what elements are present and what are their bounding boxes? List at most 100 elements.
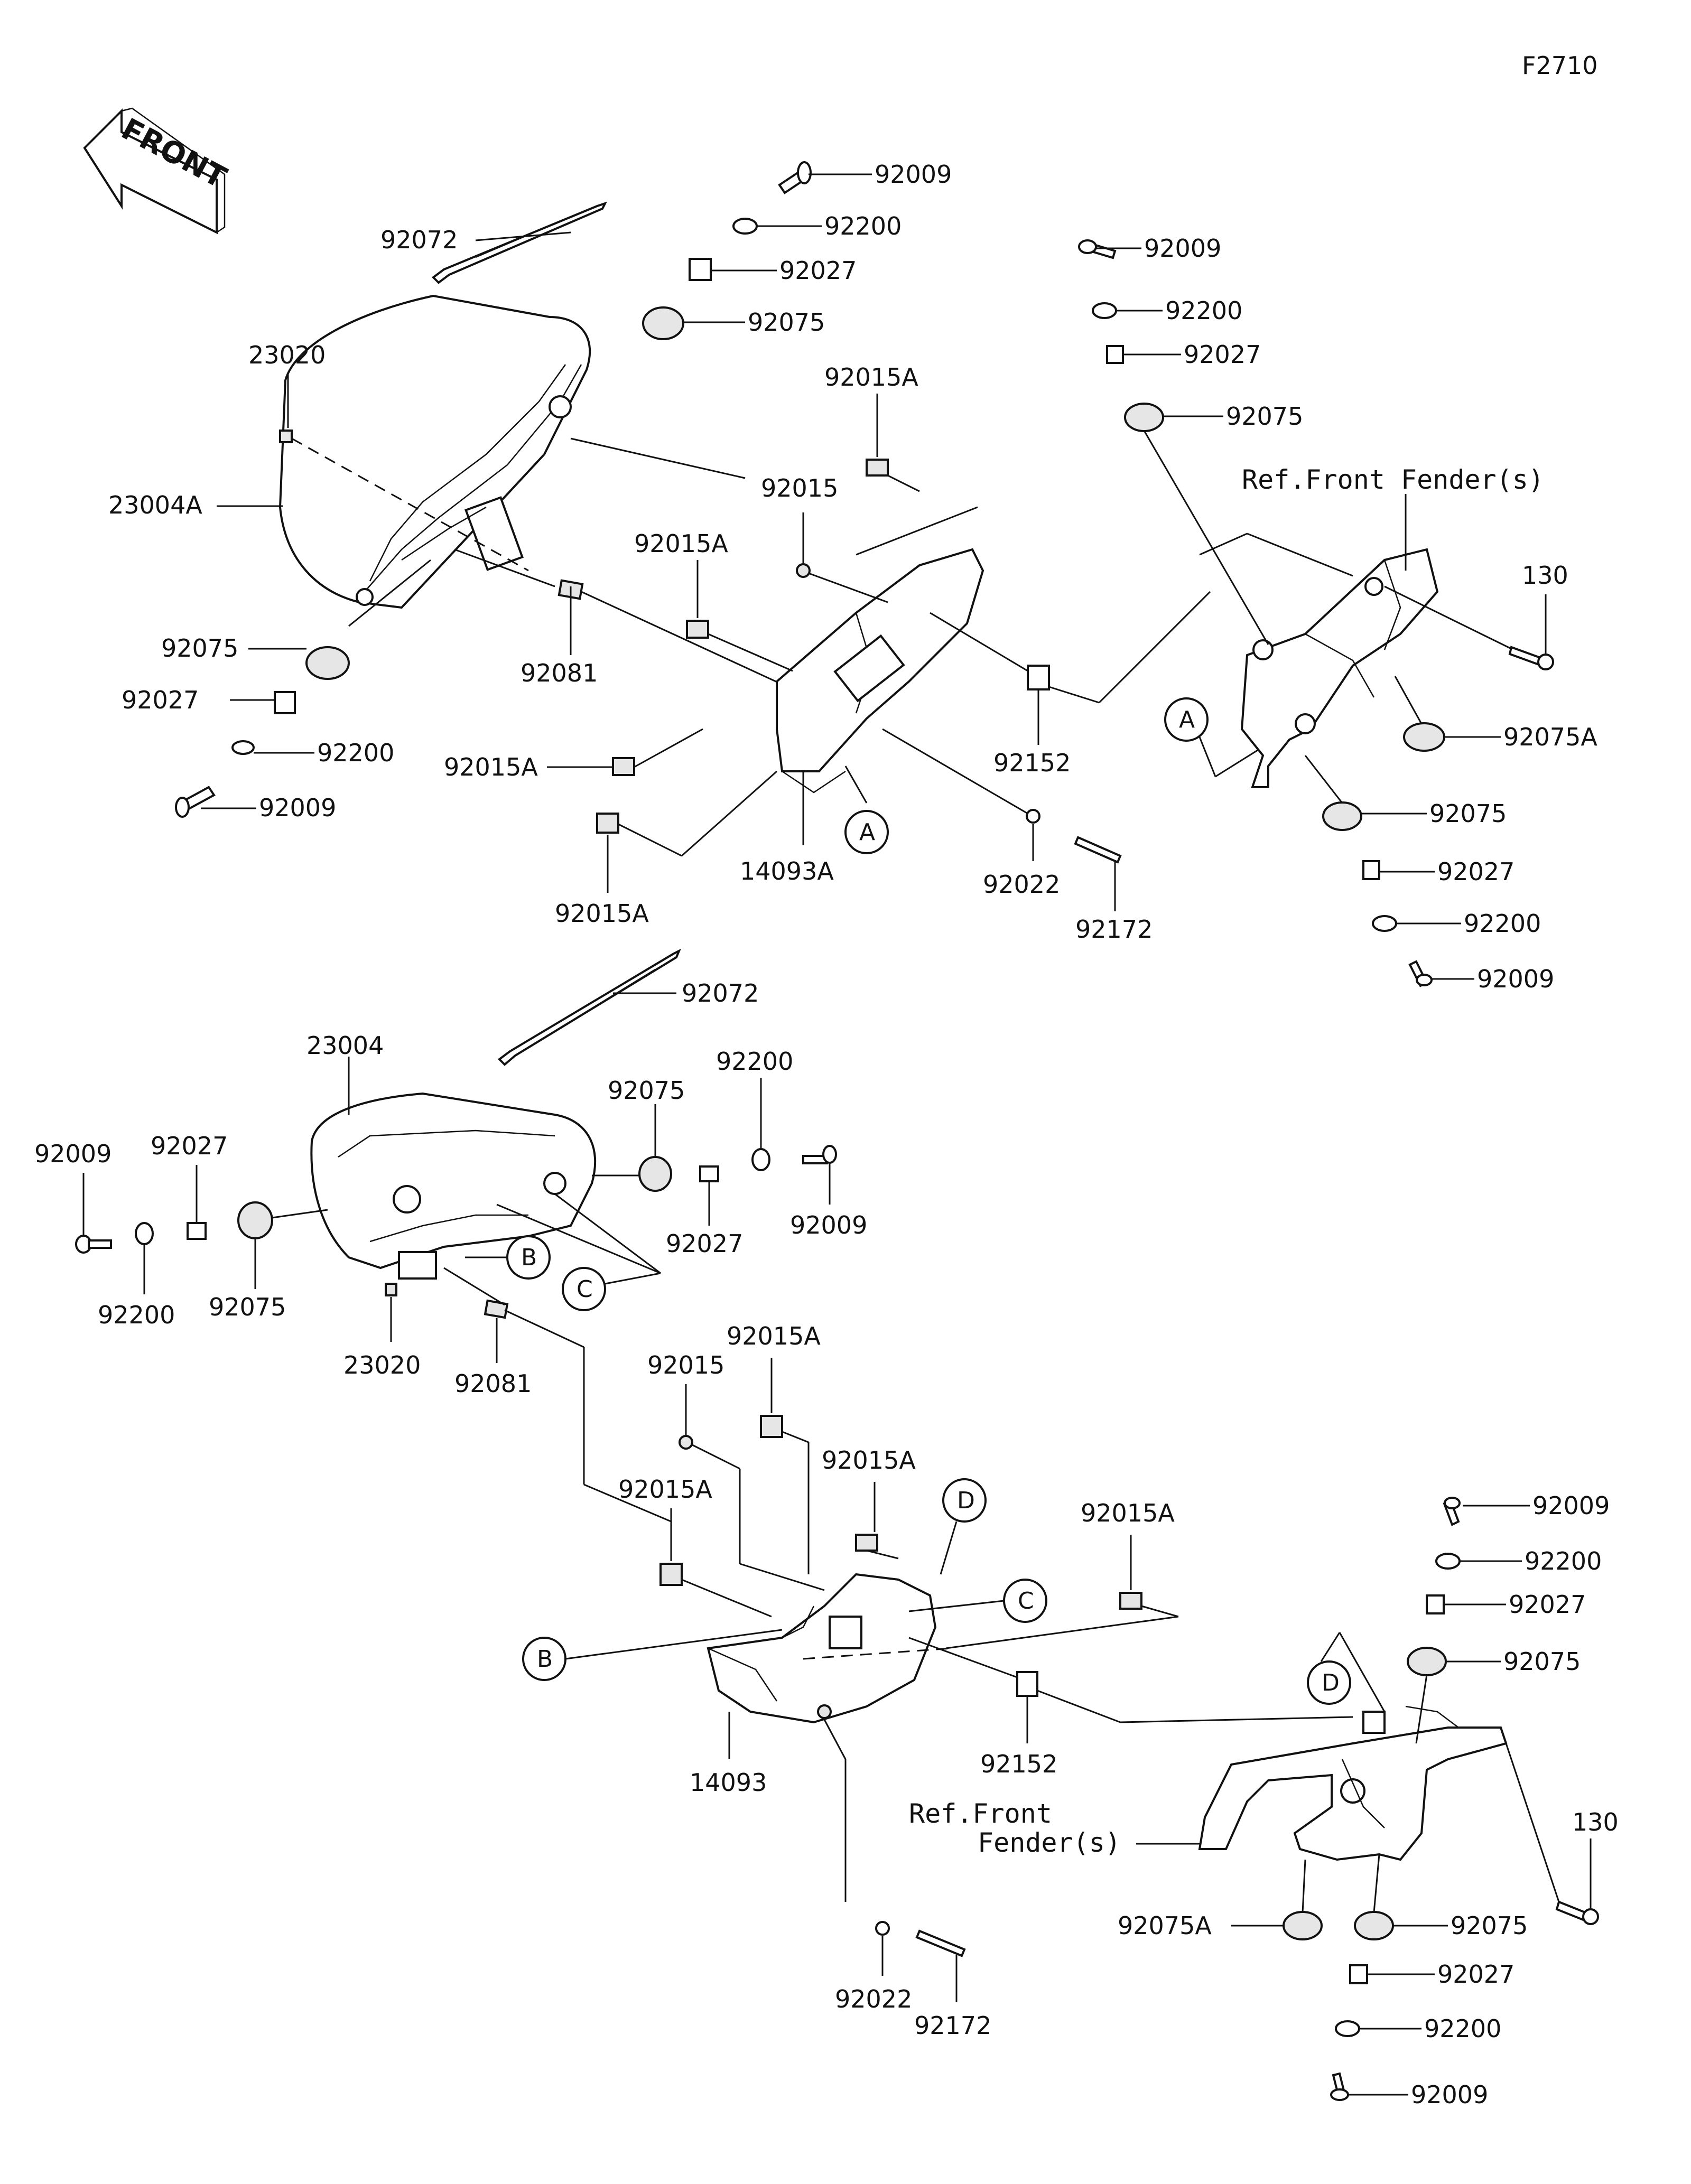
ref-front-lower-line2: Fender(s) xyxy=(978,1827,1121,1858)
label-92075A-lower: 92075A xyxy=(1118,1911,1212,1940)
label-92172-upper: 92172 xyxy=(1075,915,1153,944)
lower-right-fasteners xyxy=(638,1145,837,1192)
circle-a-upper xyxy=(844,810,889,854)
circle-c-lower-housing-label: C xyxy=(577,1276,593,1303)
washer-92022-upper xyxy=(1026,809,1040,824)
bracket-14093A xyxy=(776,548,984,794)
bolt-130-lower xyxy=(1555,1900,1587,1921)
screw-92172-upper xyxy=(1074,836,1122,864)
label-130-lower: 130 xyxy=(1572,1808,1619,1836)
tie-strap-upper xyxy=(431,201,607,284)
circle-d-lower-bracket-label: D xyxy=(957,1487,975,1514)
label-lower-left-92075: 92075 xyxy=(209,1293,286,1321)
clip-92015A-lower-3 xyxy=(659,1563,683,1586)
circle-c-lower-housing xyxy=(562,1267,606,1311)
label-lower-right-top-92075: 92075 xyxy=(1503,1647,1581,1676)
label-upper-right-bottom-92009: 92009 xyxy=(1477,965,1554,993)
label-upper-left-92009: 92009 xyxy=(259,794,336,822)
clip-92015A-upper-2 xyxy=(686,620,709,639)
washer-92022-lower xyxy=(875,1921,890,1936)
label-upper-right-bottom-92027: 92027 xyxy=(1437,857,1515,886)
label-92081-lower: 92081 xyxy=(454,1369,532,1398)
ref-front-lower-line1: Ref.Front xyxy=(909,1798,1052,1829)
label-upper-top-92027: 92027 xyxy=(779,256,857,285)
frame-bracket-lower xyxy=(1198,1705,1508,1861)
label-lower-left-92027: 92027 xyxy=(151,1132,228,1160)
label-92015A-lower-4: 92015A xyxy=(1081,1499,1175,1527)
frame-bracket-upper xyxy=(1240,548,1439,788)
label-92015A-upper-1: 92015A xyxy=(824,363,918,391)
label-92015A-lower-2: 92015A xyxy=(822,1446,916,1474)
label-92015-upper: 92015 xyxy=(761,474,838,502)
label-upper-top-92009: 92009 xyxy=(875,160,952,189)
upper-right-top-fasteners xyxy=(1078,239,1164,432)
label-92015-lower: 92015 xyxy=(647,1351,724,1379)
lower-right-top-fasteners xyxy=(1407,1497,1461,1676)
label-upper-right-bottom-92200: 92200 xyxy=(1464,909,1541,938)
label-92015A-lower-1: 92015A xyxy=(727,1322,821,1350)
label-92172-lower: 92172 xyxy=(914,2011,991,2040)
label-23004: 23004 xyxy=(306,1031,384,1060)
label-92015A-lower-3: 92015A xyxy=(618,1475,712,1504)
label-92015A-upper-3: 92015A xyxy=(444,753,538,781)
tie-strap-lower xyxy=(497,948,681,1066)
circle-a-right-label: A xyxy=(1179,706,1195,733)
label-upper-left-92200: 92200 xyxy=(317,739,394,767)
label-92022-lower: 92022 xyxy=(835,1985,912,2013)
label-23004A: 23004A xyxy=(108,491,202,519)
screw-92172-lower xyxy=(915,1929,966,1957)
label-92152-upper: 92152 xyxy=(993,749,1071,777)
clip-92015A-upper-4 xyxy=(596,813,619,834)
label-lower-right-top-92027: 92027 xyxy=(1509,1590,1586,1619)
label-upper-right-top-92009: 92009 xyxy=(1144,234,1221,263)
label-upper-top-92075: 92075 xyxy=(748,308,825,337)
lower-left-fasteners xyxy=(75,1201,273,1254)
bolt-head-130-lower xyxy=(1582,1908,1599,1925)
clip-92015A-upper-1 xyxy=(866,459,889,477)
collar-lower-bracket xyxy=(817,1704,832,1719)
label-lower-right-bottom-92200: 92200 xyxy=(1424,2014,1501,2043)
label-92081-upper: 92081 xyxy=(521,659,598,687)
label-lower-right-bottom-92009: 92009 xyxy=(1411,2080,1488,2109)
front-arrow-icon: FRONT xyxy=(83,107,232,235)
label-lower-right-bottom-92075: 92075 xyxy=(1451,1911,1528,1940)
clip-92015-lower xyxy=(679,1435,693,1450)
label-lower-right-92075: 92075 xyxy=(608,1076,685,1105)
label-lower-right-top-92200: 92200 xyxy=(1525,1547,1602,1575)
label-upper-right-top-92200: 92200 xyxy=(1165,296,1242,325)
label-lower-left-92200: 92200 xyxy=(98,1301,175,1329)
label-upper-right-bottom-92075: 92075 xyxy=(1429,799,1507,828)
label-upper-left-92027: 92027 xyxy=(122,686,199,714)
label-lower-right-top-92009: 92009 xyxy=(1532,1491,1610,1520)
clip-92015A-lower-4 xyxy=(1119,1592,1142,1610)
label-upper-right-top-92027: 92027 xyxy=(1184,340,1261,369)
circle-d-right xyxy=(1307,1660,1351,1705)
label-lower-right-92009: 92009 xyxy=(790,1211,867,1239)
circle-c-lower-bracket-label: C xyxy=(1018,1588,1034,1614)
label-upper-top-92200: 92200 xyxy=(824,212,902,240)
headlight-housing-23004A xyxy=(278,294,591,609)
label-lower-right-bottom-92027: 92027 xyxy=(1437,1960,1515,1989)
lower-right-bottom-fasteners xyxy=(1330,1911,1394,2101)
headlight-housing-23004 xyxy=(310,1092,597,1280)
ref-front-fender-upper: Ref.Front Fender(s) xyxy=(1242,464,1544,495)
clip-92015A-upper-3 xyxy=(612,757,635,776)
bracket-14093 xyxy=(707,1573,952,1724)
collar-92152-lower xyxy=(1016,1671,1038,1697)
label-92015A-upper-4: 92015A xyxy=(555,899,649,928)
grommet-92075A-upper xyxy=(1403,722,1445,752)
label-92015A-upper-2: 92015A xyxy=(634,529,728,558)
circle-d-lower-bracket xyxy=(942,1478,987,1523)
label-14093A: 14093A xyxy=(740,857,834,885)
label-130-upper: 130 xyxy=(1522,561,1568,590)
figure-code: F2710 xyxy=(1522,51,1598,80)
circle-a-right xyxy=(1164,697,1209,742)
label-92022-upper: 92022 xyxy=(983,870,1060,899)
upper-right-bottom-fasteners xyxy=(1322,801,1433,987)
spring-92081-lower xyxy=(484,1299,509,1319)
collar-92152-upper xyxy=(1027,665,1050,690)
label-upper-left-92075: 92075 xyxy=(161,634,238,662)
grommet-92075A-lower xyxy=(1283,1911,1323,1940)
label-upper-right-top-92075: 92075 xyxy=(1226,402,1303,431)
